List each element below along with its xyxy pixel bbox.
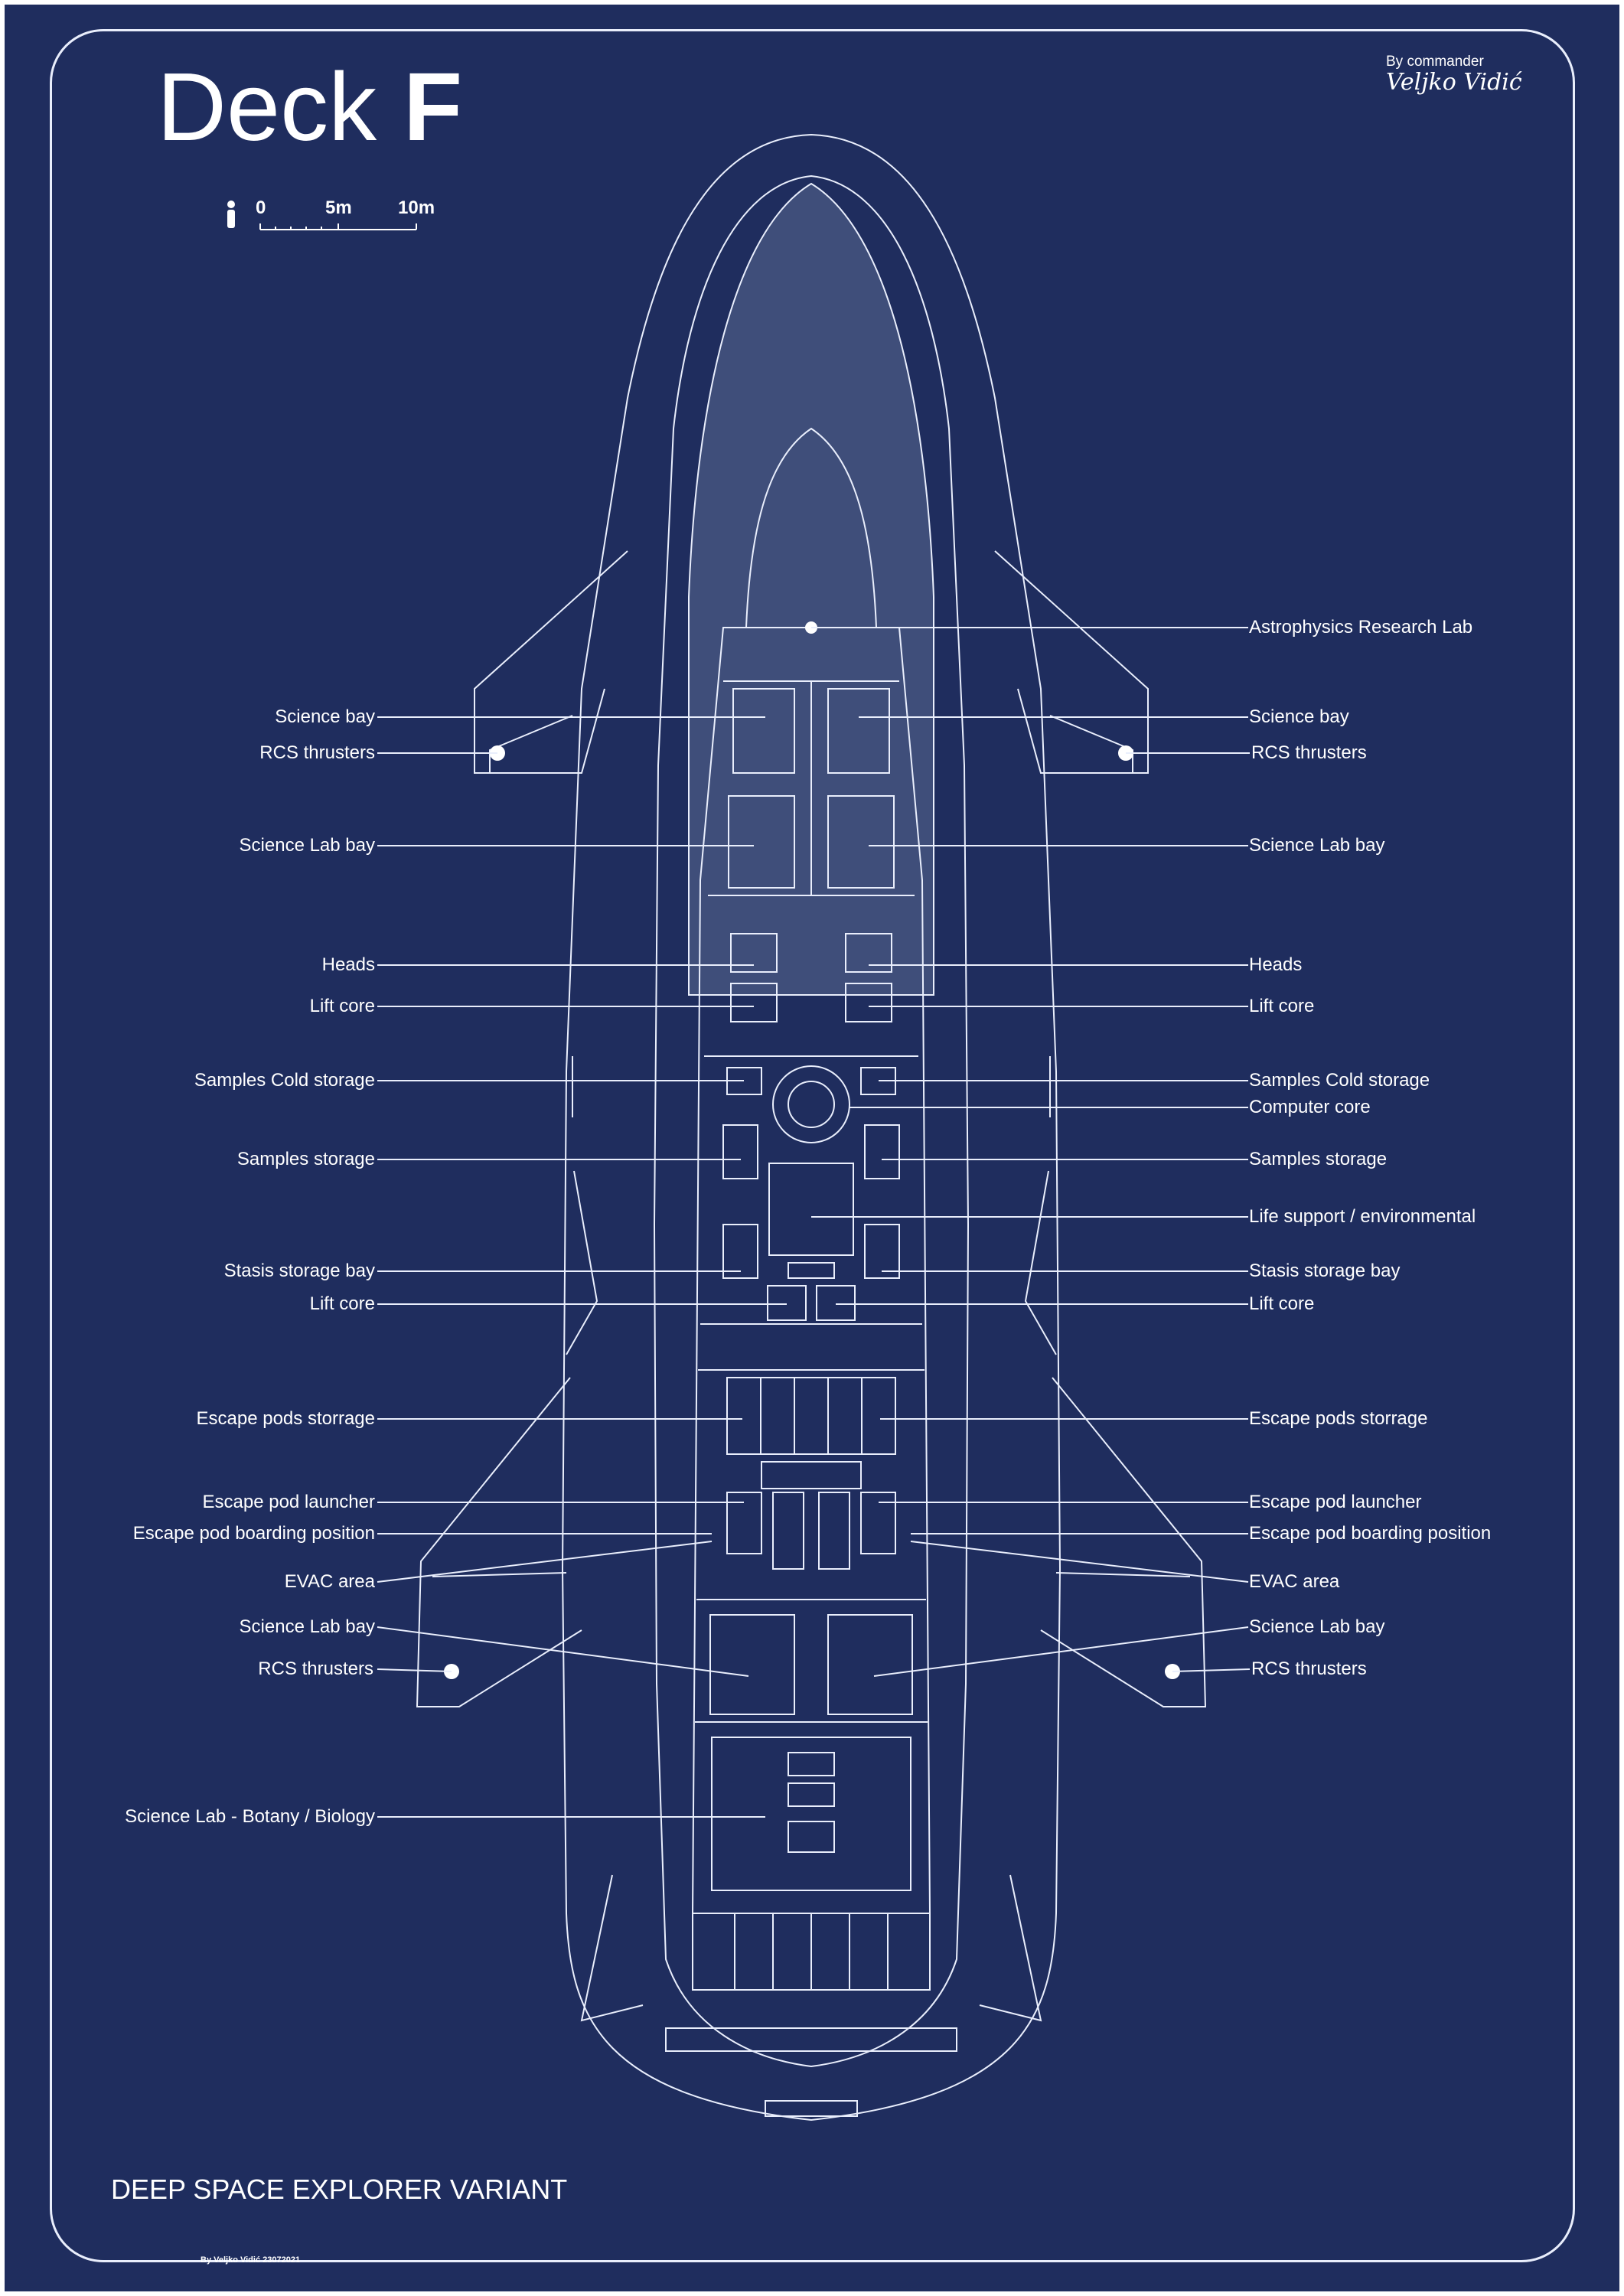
label-left-rcs-thrusters-2: RCS thrusters	[258, 1658, 373, 1679]
label-right-heads: Heads	[1249, 954, 1303, 975]
label-left-evac-area: EVAC area	[284, 1571, 375, 1592]
label-right-stasis-storage-bay: Stasis storage bay	[1249, 1261, 1401, 1281]
label-right-escape-pods-storage: Escape pods storrage	[1249, 1408, 1428, 1429]
deck-title-letter: F	[403, 53, 463, 161]
label-right-science-lab-bay-2: Science Lab bay	[1249, 1616, 1385, 1637]
label-left-escape-pods-storage: Escape pods storrage	[196, 1408, 375, 1429]
label-left-rcs-thrusters: RCS thrusters	[259, 742, 375, 763]
label-left-lift-core: Lift core	[309, 996, 375, 1016]
label-right-samples-storage: Samples storage	[1249, 1149, 1388, 1169]
scale-label-zero: 0	[256, 197, 266, 218]
deck-title: Deck F	[157, 54, 462, 161]
scale-label-mid: 5m	[325, 197, 352, 218]
variant-caption: DEEP SPACE EXPLORER VARIANT	[111, 2174, 568, 2205]
label-left-escape-pod-launcher: Escape pod launcher	[202, 1492, 376, 1512]
label-left-samples-cold-storage: Samples Cold storage	[194, 1070, 375, 1091]
label-right-science-bay: Science bay	[1249, 706, 1349, 727]
author-prefix: By commander	[1386, 54, 1484, 70]
footer-credit: By Veljko Vidić 23072021	[201, 2255, 301, 2265]
label-right-escape-pod-boarding-position: Escape pod boarding position	[1249, 1523, 1492, 1544]
label-right-lift-core: Lift core	[1249, 996, 1315, 1016]
label-right-rcs-thrusters-2: RCS thrusters	[1251, 1658, 1367, 1679]
label-left-lift-core-2: Lift core	[309, 1293, 375, 1314]
deck-title-prefix: Deck	[157, 53, 377, 161]
label-right-lift-core-2: Lift core	[1249, 1293, 1315, 1314]
label-right-escape-pod-launcher: Escape pod launcher	[1249, 1492, 1422, 1512]
label-left-escape-pod-boarding-position: Escape pod boarding position	[132, 1523, 375, 1544]
label-right-science-lab-bay: Science Lab bay	[1249, 835, 1385, 856]
author-signature: Veljko Vidić	[1386, 69, 1522, 96]
label-left-samples-storage: Samples storage	[236, 1149, 375, 1169]
label-left-science-lab-botany-biology: Science Lab - Botany / Biology	[125, 1806, 375, 1827]
label-right-computer-core: Computer core	[1249, 1097, 1371, 1117]
label-left-heads: Heads	[321, 954, 375, 975]
label-right-life-support-environmental: Life support / environmental	[1249, 1206, 1476, 1227]
label-left-stasis-storage-bay: Stasis storage bay	[223, 1261, 375, 1281]
label-left-science-lab-bay: Science Lab bay	[239, 835, 375, 856]
label-right-samples-cold-storage: Samples Cold storage	[1249, 1070, 1430, 1091]
label-left-science-lab-bay-2: Science Lab bay	[239, 1616, 375, 1637]
label-right-evac-area: EVAC area	[1249, 1571, 1340, 1592]
blueprint-frame	[50, 29, 1575, 2262]
label-right-astrophysics-research-lab: Astrophysics Research Lab	[1249, 617, 1473, 638]
label-right-rcs-thrusters: RCS thrusters	[1251, 742, 1367, 763]
person-icon	[227, 201, 235, 228]
label-left-science-bay: Science bay	[275, 706, 375, 727]
scale-label-end: 10m	[398, 197, 435, 218]
